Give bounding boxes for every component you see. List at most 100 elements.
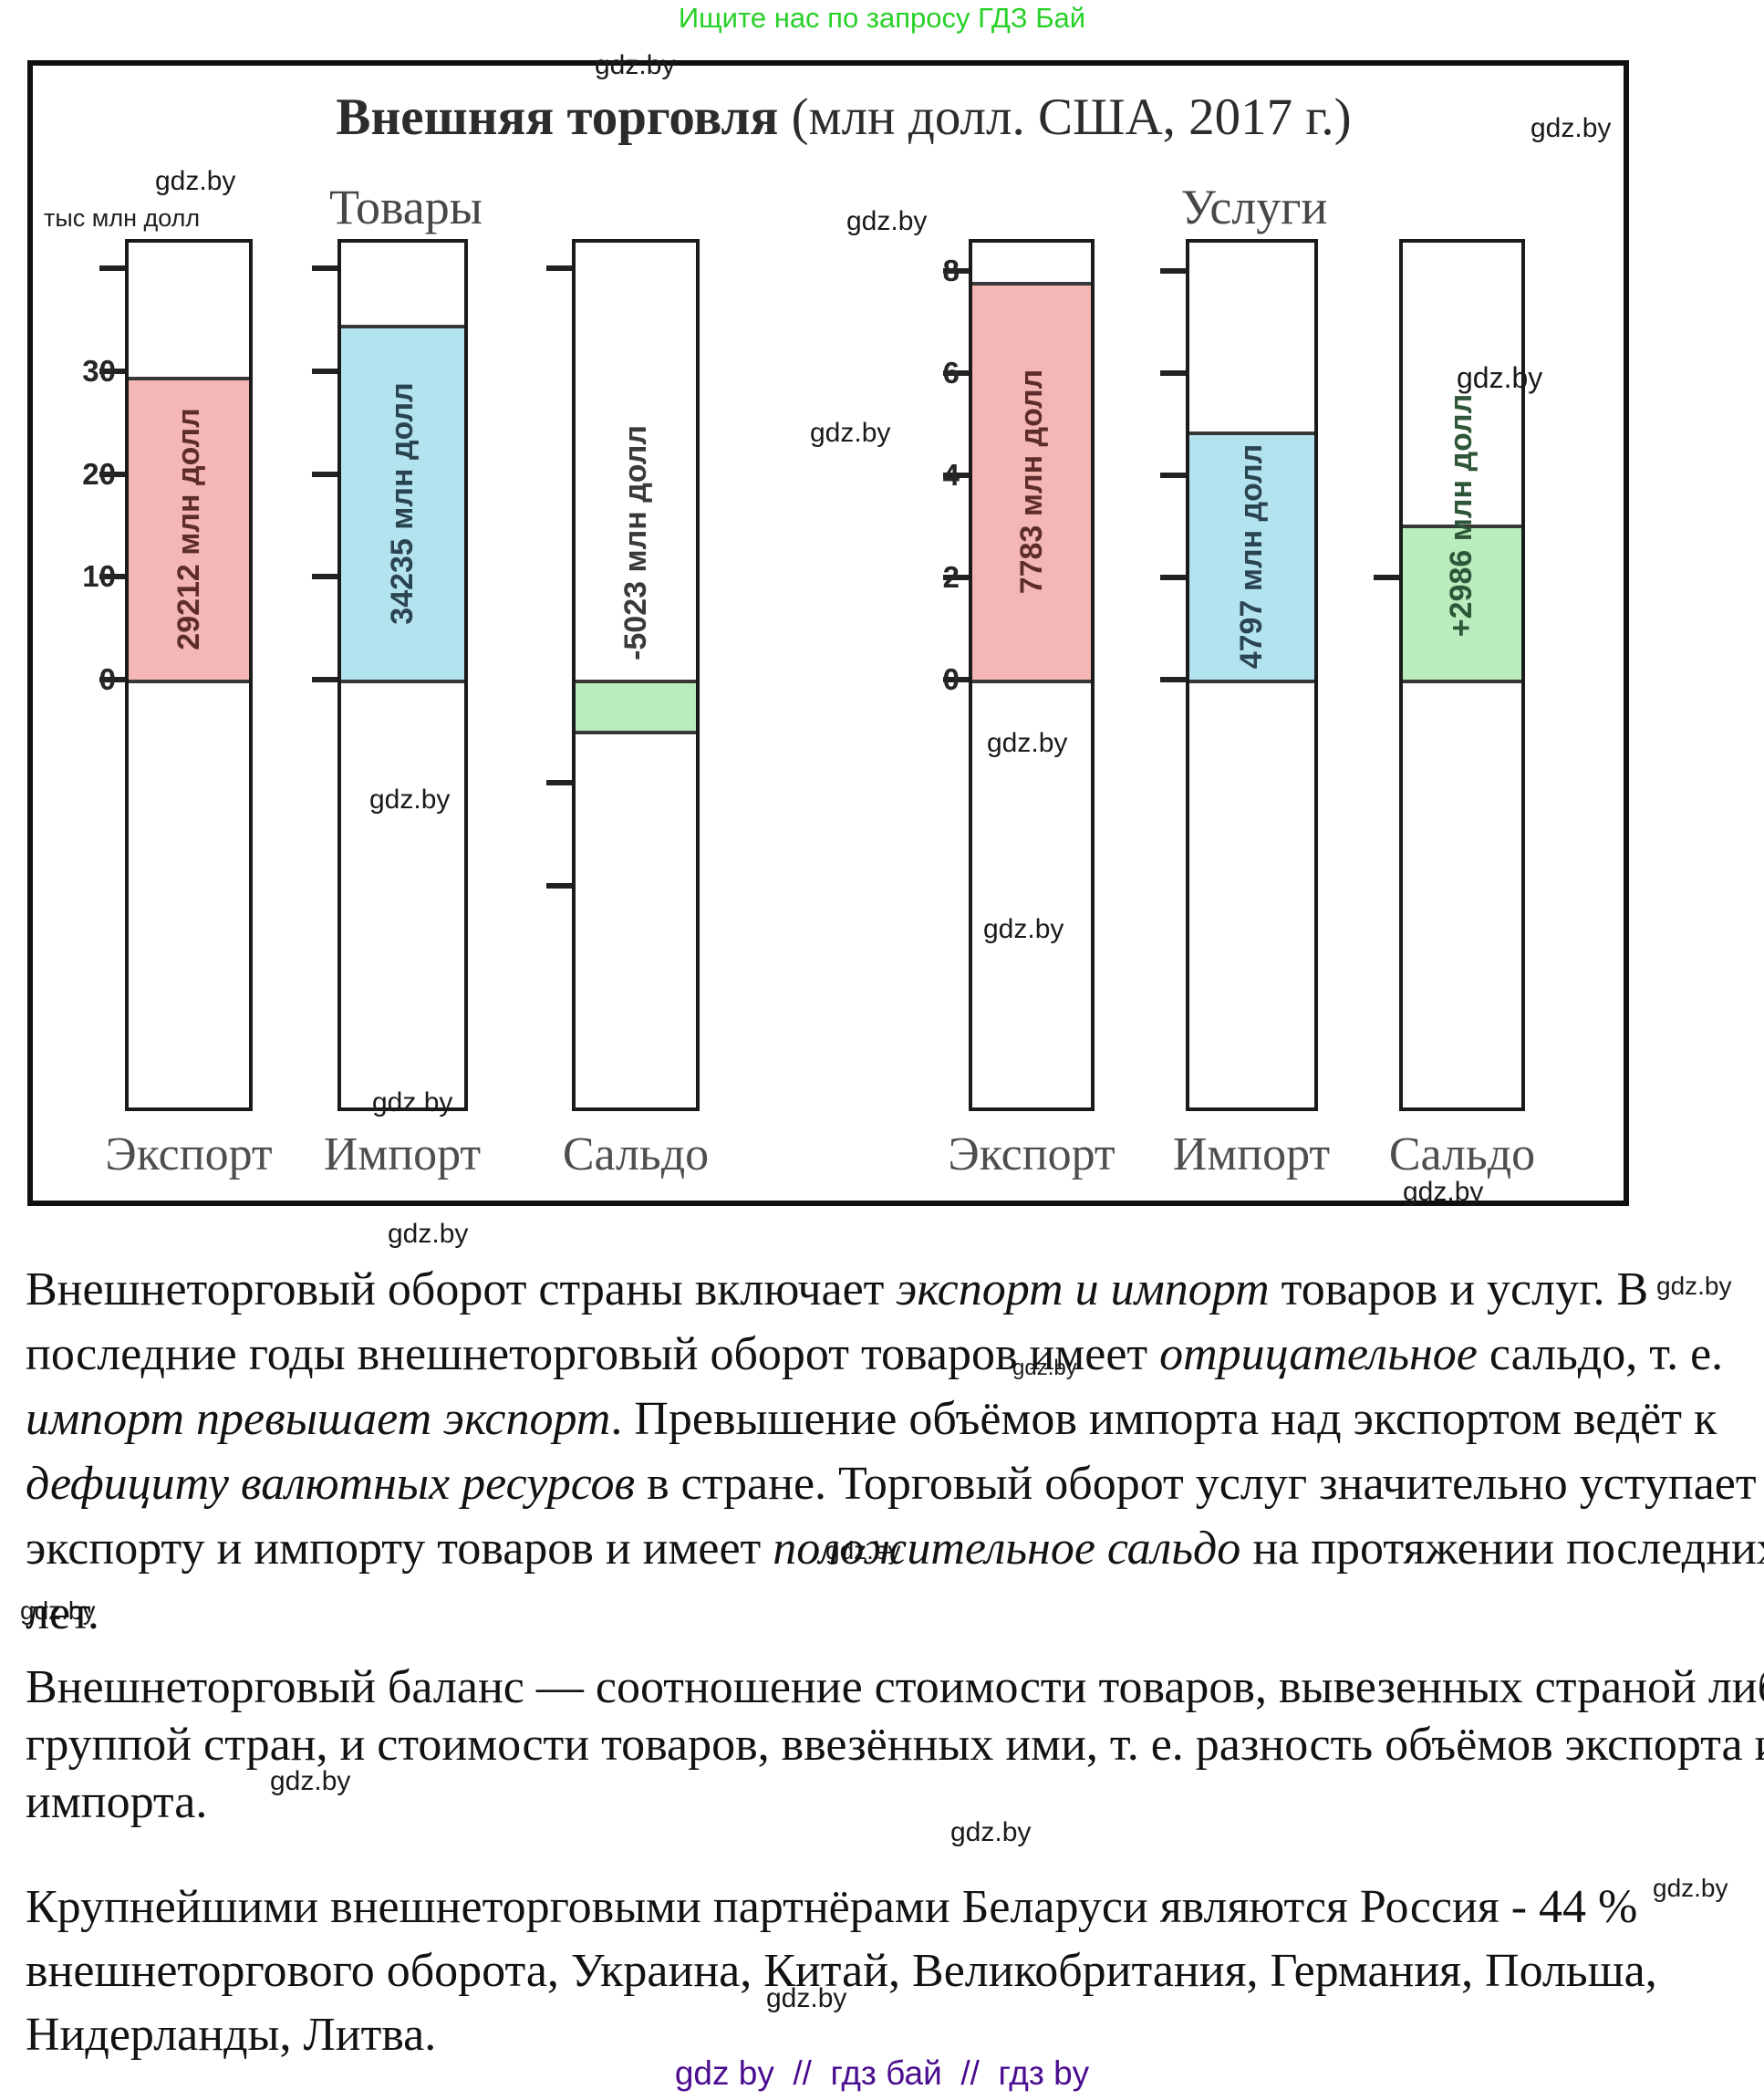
- axis-tick-label: 8: [942, 254, 960, 287]
- watermark-gdzby: gdz.by: [825, 1536, 901, 1565]
- x-label-goods-export: Экспорт: [105, 1128, 273, 1180]
- paragraph-trade-turnover: Внешнеторговый оборот страны включает эк…: [26, 1257, 1764, 1646]
- group-title-services: Услуги: [1180, 180, 1328, 234]
- text-line: дефициту валютных ресурсов в стране. Тор…: [26, 1451, 1757, 1516]
- axis-tick: [1160, 677, 1186, 682]
- watermark-gdzby: gdz.by: [369, 785, 451, 815]
- paragraph-trade-balance: Внешнеторговый баланс — соотношение стои…: [26, 1658, 1764, 1831]
- text-segment: лет.: [26, 1587, 99, 1639]
- axis-tick: [1160, 473, 1186, 478]
- chart-title-units: (млн долл. США, 2017 г.): [778, 88, 1352, 146]
- watermark-gdzby: gdz.by: [155, 166, 236, 196]
- watermark-gdzby: gdz.by: [766, 1983, 847, 2013]
- text-segment: Внешнеторговый оборот страны включает: [26, 1263, 897, 1315]
- paragraph-trade-partners: Крупнейшими внешнеторговыми партнёрами Б…: [26, 1876, 1749, 2067]
- axis-tick-label: 2: [942, 560, 960, 594]
- text-segment: Нидерланды, Литва.: [26, 2009, 437, 2061]
- text-segment: группой стран, и стоимости товаров, ввез…: [26, 1719, 1764, 1771]
- text-segment: импорта.: [26, 1776, 208, 1828]
- text-segment: . Превышение объёмов импорта над экспорт…: [610, 1393, 1717, 1445]
- x-label-goods-saldo: Сальдо: [562, 1128, 710, 1180]
- goods-export-bar: [129, 377, 249, 683]
- axis-tick: [943, 268, 969, 274]
- axis-tick: [1374, 575, 1399, 580]
- chart-frame: [27, 60, 1629, 1206]
- axis-tick-label: 4: [942, 458, 960, 492]
- goods-import-bar: [341, 325, 464, 683]
- watermark-gdzby: gdz.by: [1457, 361, 1543, 394]
- axis-tick: [1160, 575, 1186, 580]
- text-line: внешнеторгового оборота, Украина, Китай,…: [26, 1939, 1749, 2003]
- axis-tick: [1160, 370, 1186, 376]
- italic-term: дефициту валютных ресурсов: [26, 1458, 636, 1510]
- goods-export-value: 29212 млн долл: [171, 408, 206, 650]
- axis-tick: [312, 574, 337, 579]
- goods-import-value: 34235 млн долл: [385, 382, 420, 625]
- text-line: Внешнеторговый оборот страны включает эк…: [26, 1257, 1749, 1322]
- axis-tick: [943, 370, 969, 376]
- axis-tick: [312, 677, 337, 682]
- group-title-goods: Товары: [329, 180, 483, 234]
- watermark-gdzby: gdz.by: [1653, 1874, 1728, 1902]
- axis-tick: [99, 265, 125, 271]
- axis-tick: [943, 677, 969, 682]
- axis-tick: [1160, 268, 1186, 274]
- italic-term: экспорт и импорт: [896, 1263, 1270, 1315]
- watermark-gdzby: gdz.by: [987, 728, 1068, 758]
- italic-term: импорт превышает экспорт: [26, 1393, 611, 1445]
- axis-tick-label: 20: [82, 457, 116, 491]
- watermark-gdzby: gdz.by: [595, 50, 676, 80]
- x-label-goods-import: Импорт: [323, 1128, 482, 1180]
- services-import-value: 4797 млн долл: [1234, 443, 1269, 670]
- x-label-services-import: Импорт: [1172, 1128, 1331, 1180]
- axis-tick-label: 0: [99, 662, 116, 696]
- watermark-gdzby: gdz.by: [270, 1766, 351, 1796]
- text-segment: Внешнеторговый баланс — соотношение стои…: [26, 1661, 1764, 1713]
- text-line: импорт превышает экспорт. Превышение объ…: [26, 1387, 1749, 1451]
- text-line: Крупнейшими внешнеторговыми партнёрами Б…: [26, 1876, 1749, 1939]
- x-label-services-saldo: Сальдо: [1388, 1128, 1536, 1180]
- services-saldo-value: +2986 млн долл: [1444, 393, 1479, 638]
- axis-tick: [943, 575, 969, 580]
- axis-tick-label: 10: [82, 559, 116, 593]
- goods-saldo-value: -5023 млн долл: [618, 425, 653, 660]
- watermark-gdzby: gdz.by: [1012, 1356, 1077, 1380]
- text-segment: Крупнейшими внешнеторговыми партнёрами Б…: [26, 1881, 1638, 1933]
- chart-title: Внешняя торговля (млн долл. США, 2017 г.…: [210, 88, 1478, 147]
- text-line: Нидерланды, Литва.: [26, 2003, 1749, 2067]
- watermark-gdzby: gdz.by: [950, 1817, 1032, 1847]
- italic-term: отрицательное: [1159, 1328, 1478, 1380]
- axis-tick: [99, 677, 125, 682]
- axis-tick-label: 0: [942, 662, 960, 696]
- text-segment: экспорту и импорту товаров и имеет: [26, 1523, 773, 1575]
- services-export-bar: [972, 282, 1091, 683]
- text-line: экспорту и импорту товаров и имеет полож…: [26, 1516, 1764, 1581]
- promo-banner: Ищите нас по запросу ГДЗ Бай: [678, 2, 1086, 34]
- x-label-services-export: Экспорт: [948, 1128, 1115, 1180]
- axis-tick: [99, 574, 125, 579]
- watermark-gdzby: gdz.by: [846, 206, 928, 236]
- watermark-gdzby: gdz.by: [810, 418, 891, 448]
- axis-tick: [312, 369, 337, 374]
- axis-tick: [99, 472, 125, 477]
- axis-tick-label: 6: [942, 356, 960, 390]
- watermark-gdzby: gdz.by: [388, 1219, 469, 1249]
- text-segment: сальдо, т. е.: [1477, 1328, 1724, 1380]
- axis-tick: [99, 369, 125, 374]
- services-export-value: 7783 млн долл: [1014, 369, 1049, 595]
- text-segment: последние годы внешнеторговый оборот тов…: [26, 1328, 1160, 1380]
- text-segment: товаров и услуг. В: [1269, 1263, 1649, 1315]
- goods-saldo-bar: [576, 680, 696, 734]
- watermark-gdzby: gdz.by: [1403, 1177, 1484, 1207]
- italic-term: положительное сальдо: [773, 1523, 1241, 1575]
- watermark-gdzby: gdz.by: [1531, 113, 1612, 143]
- axis-tick: [546, 883, 572, 889]
- watermark-gdzby: gdz.by: [983, 914, 1064, 944]
- chart-title-main: Внешняя торговля: [336, 88, 779, 146]
- axis-tick: [546, 780, 572, 785]
- services-import-bar: [1189, 431, 1314, 683]
- watermark-gdzby: gdz.by: [372, 1087, 453, 1118]
- column-goods-saldo: [572, 239, 700, 1111]
- text-line: последние годы внешнеторговый оборот тов…: [26, 1322, 1749, 1387]
- text-line: Внешнеторговый баланс — соотношение стои…: [26, 1658, 1764, 1716]
